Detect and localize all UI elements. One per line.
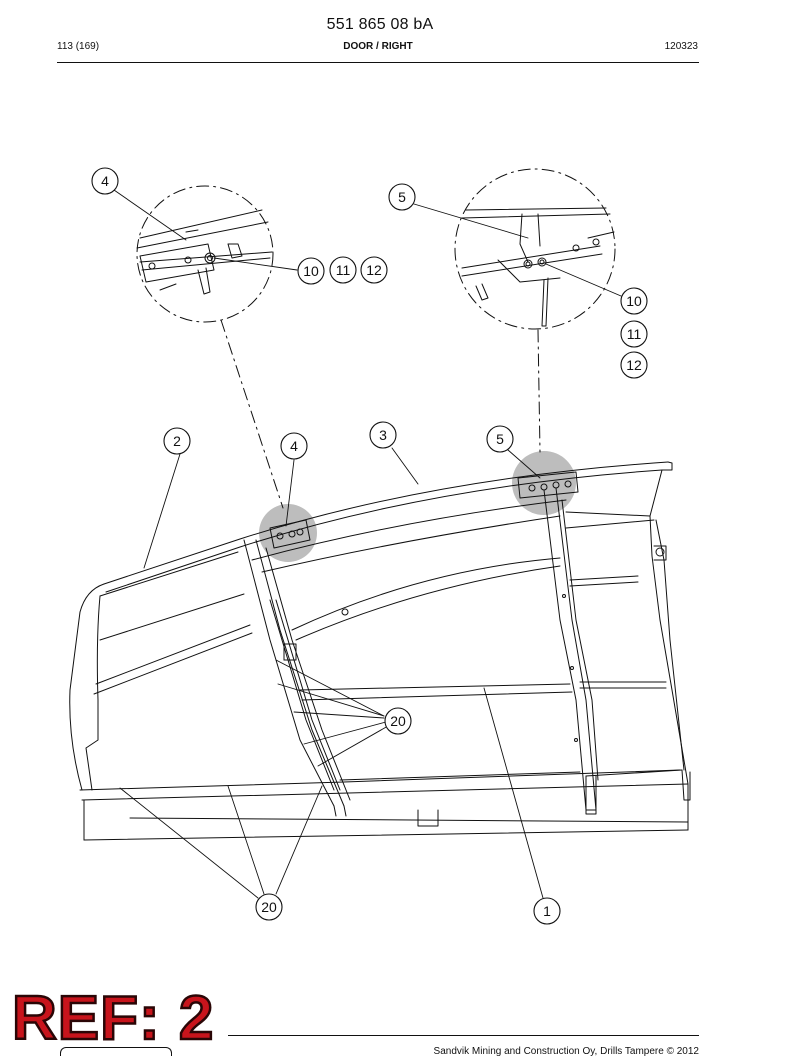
date-code: 120323 bbox=[664, 41, 698, 52]
callout-5 bbox=[486, 425, 514, 453]
copyright-text: Sandvik Mining and Construction Oy, Dril… bbox=[433, 1046, 699, 1057]
callout-12-right-label: 12 bbox=[626, 357, 642, 373]
callout-11-left bbox=[329, 256, 357, 284]
sandvik-logo bbox=[60, 1047, 172, 1056]
callout-1-label: 1 bbox=[543, 903, 551, 919]
detail-connector-right bbox=[537, 329, 541, 453]
leader-lines bbox=[113, 189, 622, 899]
callout-12-left bbox=[360, 256, 388, 284]
callout-11-right-label: 11 bbox=[627, 326, 642, 342]
page-title-main: DOOR bbox=[343, 41, 374, 52]
callout-10-left bbox=[297, 257, 325, 285]
callout-circles bbox=[91, 167, 648, 925]
right-vertical-post bbox=[543, 487, 599, 811]
door-panel-outline bbox=[69, 461, 689, 841]
callout-3-label: 3 bbox=[379, 427, 387, 443]
callout-5-detail bbox=[388, 183, 416, 211]
hinge-5-hardware bbox=[517, 471, 579, 499]
callout-2-label: 2 bbox=[173, 433, 181, 449]
callout-20-mid bbox=[384, 707, 412, 735]
callout-4-detail bbox=[91, 167, 119, 195]
right-end-fitting bbox=[653, 545, 667, 561]
callout-5-detail-label: 5 bbox=[398, 189, 406, 205]
callout-20-bottom-label: 20 bbox=[261, 899, 277, 915]
callout-11-right bbox=[620, 320, 648, 348]
callout-20-bottom bbox=[255, 893, 283, 921]
page-title-side: / RIGHT bbox=[373, 41, 413, 52]
page-title: DOOR / RIGHT bbox=[0, 41, 756, 52]
callout-4 bbox=[280, 432, 308, 460]
footer-divider bbox=[228, 1035, 699, 1036]
callout-11-left-label: 11 bbox=[336, 262, 351, 278]
callout-20-mid-label: 20 bbox=[390, 713, 406, 729]
ref-stamp: REF: 2 bbox=[11, 984, 215, 1053]
callout-10-right bbox=[620, 287, 648, 315]
detail-circle-right bbox=[454, 168, 616, 330]
callout-1 bbox=[533, 897, 561, 925]
callout-5-label: 5 bbox=[496, 431, 504, 447]
callout-10-right-label: 10 bbox=[626, 293, 642, 309]
detail-right-hinge bbox=[461, 207, 615, 327]
document-number: 551 865 08 bA bbox=[326, 16, 434, 33]
page-number: 113 (169) bbox=[57, 41, 100, 52]
hinge-4-hardware bbox=[269, 519, 311, 549]
callout-2 bbox=[163, 427, 191, 455]
callout-10-left-label: 10 bbox=[303, 263, 319, 279]
detail-circle-left bbox=[136, 185, 274, 323]
detail-left-hinge bbox=[136, 209, 273, 295]
callout-4-label: 4 bbox=[290, 438, 298, 454]
callout-4-detail-label: 4 bbox=[101, 173, 109, 189]
detail-connector-left bbox=[220, 319, 284, 509]
header-divider bbox=[57, 62, 699, 63]
left-vertical-post bbox=[243, 539, 351, 817]
callout-3 bbox=[369, 421, 397, 449]
callout-12-left-label: 12 bbox=[366, 262, 382, 278]
callout-12-right bbox=[620, 351, 648, 379]
